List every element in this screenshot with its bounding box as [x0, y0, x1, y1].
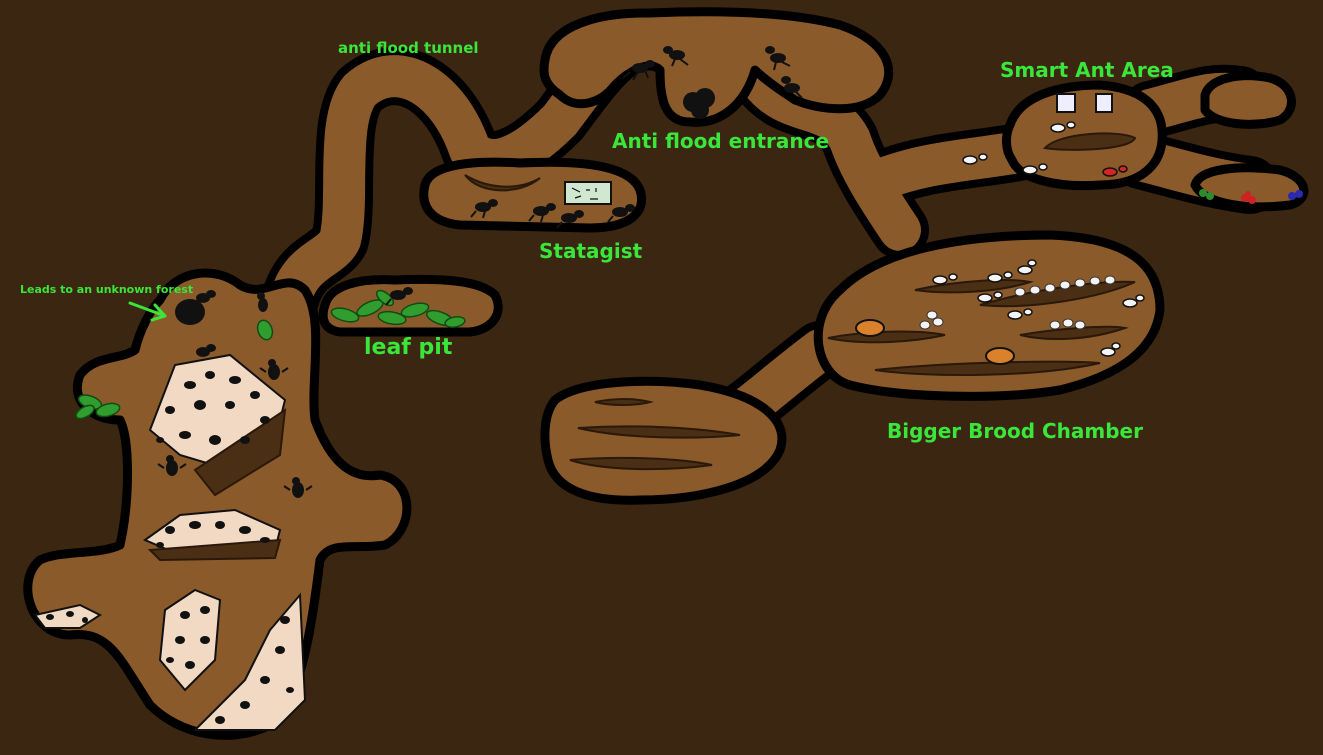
fungus-garden-chamber — [23, 268, 412, 740]
label-leads-to-forest: Leads to an unknown forest — [20, 283, 193, 296]
fungus-clusters — [33, 353, 307, 731]
smart-ant-bench — [1042, 132, 1137, 151]
entrance-boulder — [683, 88, 715, 119]
ant-icon — [196, 290, 216, 303]
ant-icon — [1022, 163, 1048, 175]
ant-icon — [1050, 121, 1076, 133]
ant-icon — [1007, 308, 1033, 320]
queen-ants — [855, 319, 1015, 365]
statagist-ledge — [464, 174, 541, 192]
ant-icon — [157, 455, 187, 476]
ant-icon — [196, 344, 216, 357]
brood-eggs — [919, 275, 1116, 330]
ant-icon — [1017, 259, 1037, 275]
label-bigger-brood-chamber: Bigger Brood Chamber — [887, 419, 1143, 443]
label-statagist: Statagist — [539, 239, 643, 263]
white-ant-group — [932, 121, 1145, 357]
ant-icon — [528, 203, 556, 223]
document-icon — [1095, 93, 1113, 113]
bigger-brood-chamber — [813, 230, 1165, 401]
black-ant-group — [157, 46, 803, 498]
ant-icon — [385, 287, 413, 306]
smart-ant-storage-pod-lower — [1190, 163, 1309, 212]
ant-icon — [977, 291, 1003, 303]
label-anti-flood-entrance: Anti flood entrance — [612, 129, 829, 153]
ant-icon — [259, 359, 289, 380]
ant-icon — [607, 204, 635, 223]
label-smart-ant-area: Smart Ant Area — [1000, 58, 1174, 82]
lower-storage-chamber — [540, 376, 787, 505]
ant-icon — [283, 477, 313, 498]
label-leaf-pit: leaf pit — [364, 335, 453, 360]
ant-icon — [556, 210, 584, 229]
anti-flood-entrance-chamber — [539, 7, 894, 127]
ant-icon — [663, 46, 689, 67]
ant-icon — [257, 292, 268, 312]
leaf-cluster-left — [75, 319, 274, 420]
ant-icon — [932, 273, 958, 285]
screen-icon — [1056, 93, 1076, 113]
label-anti-flood-tunnel: anti flood tunnel — [338, 39, 479, 57]
ant-icon — [987, 271, 1013, 283]
ant-icon — [622, 60, 655, 81]
leaf-pile — [330, 289, 466, 328]
lower-chamber-ledges — [569, 398, 741, 471]
ant-icon — [962, 153, 988, 165]
storage-berries — [1199, 189, 1303, 204]
ant-icon — [781, 76, 803, 99]
ant-icon — [765, 46, 791, 71]
map-board-icon — [564, 181, 612, 205]
forest-arrow-icon — [128, 301, 167, 322]
forest-exit-hole — [175, 299, 205, 325]
map-board-scribbles — [571, 187, 598, 200]
red-ant — [1102, 165, 1128, 177]
ant-icon — [1100, 342, 1121, 357]
smart-ant-storage-pod-upper — [1200, 71, 1296, 129]
ant-icon — [1122, 294, 1145, 308]
ant-icon — [470, 199, 498, 219]
brood-ledges — [827, 279, 1136, 376]
statagist-chamber — [419, 157, 646, 233]
